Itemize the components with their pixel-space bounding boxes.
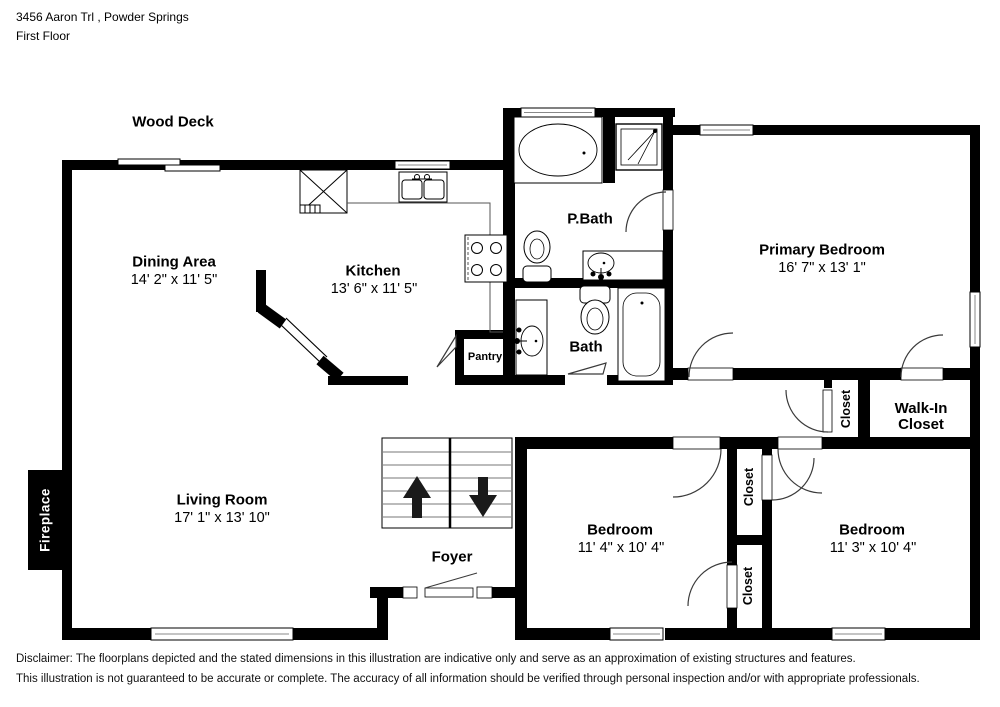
label-bedroom1-dim: 11' 4" x 10' 4" [577,540,665,556]
bath-vanity-icon [514,299,548,376]
door-thresholds [402,189,944,609]
address-line: 3456 Aaron Trl , Powder Springs [16,10,189,24]
vanity-sink-icon [582,250,664,281]
label-wood-deck: Wood Deck [132,113,214,131]
label-primary-name: Primary Bedroom [759,241,885,259]
label-closet-hall: Closet [839,389,853,429]
windows [117,107,981,641]
toilet-icon [522,230,552,283]
bath-toilet-icon [579,285,611,335]
garden-tub-icon [513,116,603,184]
walls [28,108,980,640]
label-dining-name: Dining Area [132,253,216,271]
disclaimer-line2: This illustration is not guaranteed to b… [16,673,920,685]
label-bedroom2-name: Bedroom [839,521,905,539]
label-closet-lower: Closet [741,566,755,606]
refrigerator-icon [299,169,348,214]
kitchen-fixtures [299,169,508,333]
stairs-down-arrow-icon [469,477,497,517]
label-closet-upper: Closet [742,467,756,507]
label-pantry: Pantry [467,351,503,363]
label-bedroom1-name: Bedroom [587,521,653,539]
label-fireplace: Fireplace [37,488,53,552]
label-bedroom2-dim: 11' 3" x 10' 4" [829,540,917,556]
label-walk-in-closet: Walk-In Closet [894,400,948,433]
floor-line: First Floor [16,29,70,43]
label-primary-dim: 16' 7" x 13' 1" [778,260,866,276]
bathtub-icon [617,287,666,382]
label-foyer: Foyer [431,548,473,566]
disclaimer-line1: Disclaimer: The floorplans depicted and … [16,653,856,665]
label-pbath: P.Bath [567,210,613,228]
stairs [381,437,513,529]
label-living-name: Living Room [176,491,268,509]
label-dining-dim: 14' 2" x 11' 5" [130,272,218,288]
shower-icon [615,123,663,171]
door-arcs [424,191,944,607]
plan-header: 3456 Aaron Trl , Powder Springs First Fl… [16,8,189,46]
kitchen-sink-icon [398,171,448,203]
label-living-dim: 17' 1" x 13' 10" [174,510,270,526]
disclaimer: Disclaimer: The floorplans depicted and … [16,649,920,689]
label-kitchen-name: Kitchen [345,262,401,280]
pbath-fixtures [513,116,664,283]
stair-treads [383,451,511,518]
bath-fixtures [514,285,666,382]
stairs-up-arrow-icon [403,476,431,518]
label-bath: Bath [569,338,603,356]
stove-icon [464,234,508,283]
label-kitchen-dim: 13' 6" x 11' 5" [330,281,418,297]
